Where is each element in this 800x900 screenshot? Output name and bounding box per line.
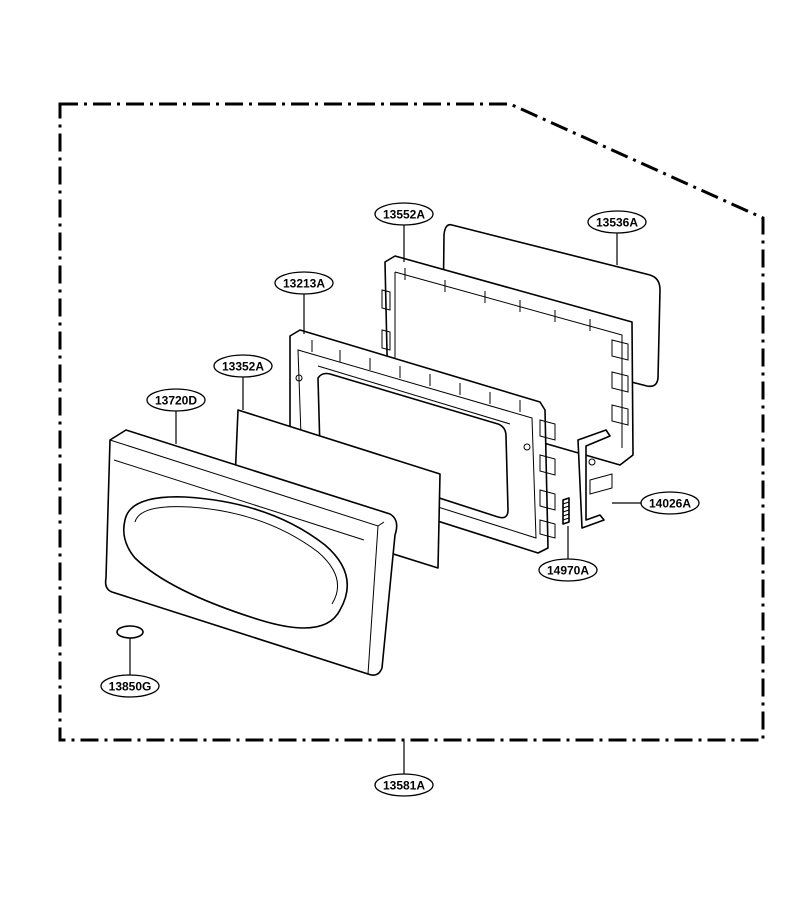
callout-13213a: 13213A xyxy=(274,271,334,295)
callout-14970a: 14970A xyxy=(538,558,598,582)
callout-label: 13213A xyxy=(283,277,325,291)
callout-label: 13720D xyxy=(155,394,197,408)
callout-14026a: 14026A xyxy=(640,491,700,515)
part-14970a-spring xyxy=(562,497,570,525)
leader-lines xyxy=(129,225,642,776)
part-13720d-door-front xyxy=(104,429,398,676)
part-14026a-latch-hook xyxy=(577,429,613,529)
callout-13552a: 13552A xyxy=(374,202,434,226)
part-13850g-cap xyxy=(116,625,144,639)
callout-label: 14026A xyxy=(649,497,691,511)
part-13213a-door-frame xyxy=(289,329,556,554)
callout-label: 13850G xyxy=(109,680,152,694)
callout-label: 13552A xyxy=(383,208,425,222)
callout-label: 14970A xyxy=(547,564,589,578)
callout-13536a: 13536A xyxy=(587,210,647,234)
callout-label: 13581A xyxy=(383,779,425,793)
callout-13352a: 13352A xyxy=(213,354,273,378)
callout-13720d: 13720D xyxy=(146,388,206,412)
callout-label: 13352A xyxy=(222,360,264,374)
callout-13850g: 13850G xyxy=(100,674,160,698)
callout-label: 13536A xyxy=(596,216,638,230)
callout-13581a: 13581A xyxy=(374,773,434,797)
assembly-boundary xyxy=(58,102,765,742)
